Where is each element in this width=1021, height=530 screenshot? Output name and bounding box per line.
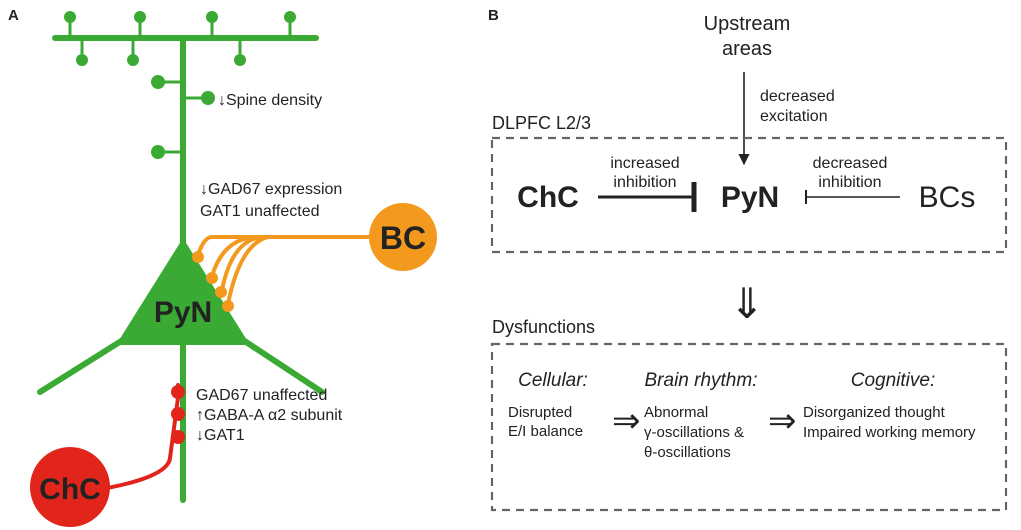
chc-terminal-line2: ↑GABA-A α2 subunit xyxy=(196,407,343,424)
bc-terminal-line1: ↓GAD67 expression xyxy=(200,181,342,198)
pyramidal-neuron xyxy=(37,18,325,503)
spine-head xyxy=(151,75,165,89)
chc-cartridge xyxy=(171,385,185,444)
upstream-line1: Upstream xyxy=(704,13,791,35)
decreased-inhibition-line2: inhibition xyxy=(818,174,881,191)
implies-icon: ⇒ xyxy=(612,402,641,440)
panel-a-label: A xyxy=(8,7,19,24)
panel-b-label: B xyxy=(488,7,499,24)
pyramidal-soma xyxy=(116,238,250,345)
down-arrow-icon: ↓ xyxy=(196,427,204,444)
implies-icon: ⇒ xyxy=(768,402,797,440)
pyn-soma-label: PyN xyxy=(154,296,212,329)
chc-terminal-line2-text: GABA-A α2 subunit xyxy=(204,407,343,424)
up-arrow-icon: ↑ xyxy=(196,407,204,424)
dysfunctions-box xyxy=(490,342,1008,512)
excitation-line2: excitation xyxy=(760,108,828,125)
double-arrow-icon: ⇓ xyxy=(729,280,764,327)
cognitive-title: Cognitive: xyxy=(851,370,936,391)
bc-bouton xyxy=(192,251,204,263)
cellular-title: Cellular: xyxy=(518,370,588,391)
bc-axon-branch xyxy=(220,235,264,292)
dlpfc-box xyxy=(490,136,1008,254)
increased-inhibition-connector xyxy=(598,182,697,212)
spine-head xyxy=(206,11,218,23)
bc-axon-branch xyxy=(226,235,270,306)
spine-head xyxy=(76,54,88,66)
chc-terminal-line1: GAD67 unaffected xyxy=(196,387,327,404)
brain-rhythm-line3: θ-oscillations xyxy=(644,444,731,461)
down-arrow-icon: ↓ xyxy=(218,92,226,109)
increased-inhibition-line1: increased xyxy=(610,155,679,172)
chc-bouton xyxy=(171,407,185,421)
brain-rhythm-line2: γ-oscillations & xyxy=(644,424,744,441)
brain-rhythm-line1: Abnormal xyxy=(644,404,708,421)
spine-head xyxy=(234,54,246,66)
cellular-line2: E/I balance xyxy=(508,423,583,440)
basal-dendrite-right xyxy=(237,335,325,395)
spine-head xyxy=(284,11,296,23)
chc-soma-label: ChC xyxy=(39,473,101,506)
panel-b: B Upstream areas decreased excitation DL… xyxy=(488,7,1008,512)
excitation-line1: decreased xyxy=(760,88,835,105)
brain-rhythm-title: Brain rhythm: xyxy=(645,370,758,391)
chc-bouton xyxy=(171,430,185,444)
spine-heads xyxy=(64,11,296,159)
chc-terminal-line3: ↓GAT1 xyxy=(196,427,245,444)
chc-bouton xyxy=(171,385,185,399)
bc-bouton xyxy=(215,286,227,298)
upstream-line2: areas xyxy=(722,38,772,60)
bcs-node: BCs xyxy=(919,181,976,214)
decreased-inhibition-line1: decreased xyxy=(813,155,888,172)
bc-terminal-line2: GAT1 unaffected xyxy=(200,203,319,220)
chc-node: ChC xyxy=(517,181,579,214)
cognitive-line1: Disorganized thought xyxy=(803,404,946,421)
chandelier-cell-soma xyxy=(30,447,110,527)
spine-head xyxy=(201,91,215,105)
basket-cell-soma xyxy=(369,203,437,271)
cognitive-line2: Impaired working memory xyxy=(803,424,976,441)
chc-axon xyxy=(94,383,180,492)
decreased-inhibition-connector xyxy=(805,190,900,204)
bc-soma-label: BC xyxy=(380,220,426,256)
increased-inhibition-line2: inhibition xyxy=(613,174,676,191)
spine-head xyxy=(64,11,76,23)
spine-head xyxy=(151,145,165,159)
spine-head xyxy=(134,11,146,23)
bc-boutons xyxy=(192,251,234,312)
pyn-node: PyN xyxy=(721,181,779,214)
dysfunctions-title: Dysfunctions xyxy=(492,317,595,337)
chc-terminal-line3-text: GAT1 xyxy=(204,427,245,444)
dlpfc-title: DLPFC L2/3 xyxy=(492,113,591,133)
spine-density-label: ↓Spine density xyxy=(218,92,322,109)
spine-density-text: Spine density xyxy=(226,92,322,109)
bc-bouton xyxy=(222,300,234,312)
spine-head xyxy=(127,54,139,66)
bc-bouton xyxy=(206,272,218,284)
cellular-line1: Disrupted xyxy=(508,404,572,421)
panel-a: A xyxy=(8,7,437,527)
basal-dendrite-left xyxy=(37,335,129,395)
